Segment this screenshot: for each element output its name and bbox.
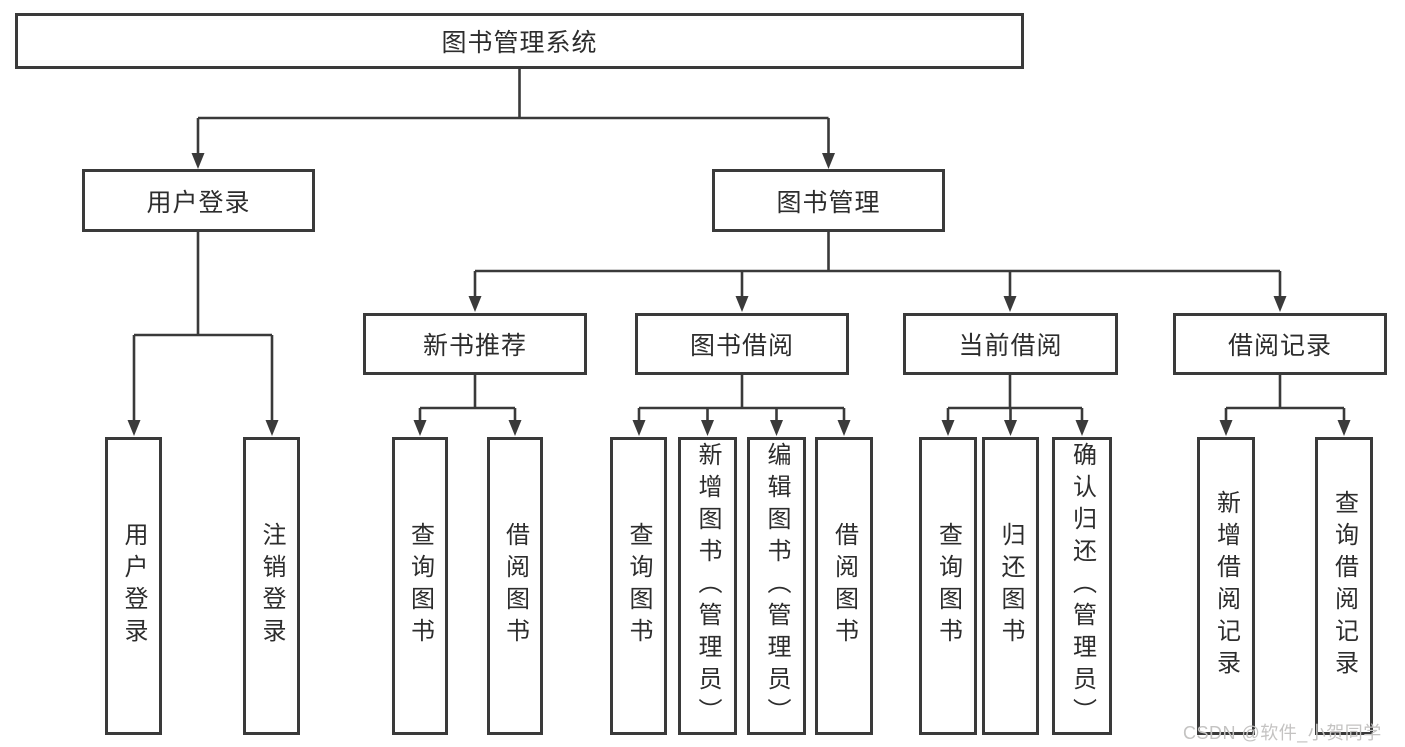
node-book-borrowing: 图书借阅 bbox=[635, 313, 849, 375]
leaf-user-login: 用户登录 bbox=[105, 437, 162, 735]
leaf-add-book-admin: 新增图书（管理员） bbox=[678, 437, 737, 735]
node-new-book-recommend: 新书推荐 bbox=[363, 313, 587, 375]
node-label: 图书管理 bbox=[776, 188, 881, 217]
node-user-login: 用户登录 bbox=[82, 169, 315, 232]
node-label: 确认归还（管理员） bbox=[1068, 442, 1096, 730]
node-label: 图书管理系统 bbox=[441, 29, 598, 57]
leaf-query-books-borrowing: 查询图书 bbox=[610, 437, 667, 735]
node-label: 借阅记录 bbox=[1227, 332, 1332, 360]
node-label: 当前借阅 bbox=[958, 332, 1063, 360]
leaf-add-borrow-record: 新增借阅记录 bbox=[1197, 437, 1255, 735]
arrow-head-icon bbox=[468, 296, 482, 312]
node-label: 借阅图书 bbox=[830, 522, 858, 650]
leaf-query-books-recommend: 查询图书 bbox=[392, 437, 448, 735]
node-label: 编辑图书（管理员） bbox=[763, 442, 790, 730]
leaf-query-books-current: 查询图书 bbox=[919, 437, 977, 735]
arrow-head-icon bbox=[191, 153, 205, 169]
arrow-head-icon bbox=[1337, 420, 1351, 436]
node-label: 查询图书 bbox=[625, 522, 652, 650]
node-label: 用户登录 bbox=[120, 522, 147, 650]
arrow-head-icon bbox=[508, 420, 522, 436]
arrow-head-icon bbox=[941, 420, 955, 436]
node-library-system: 图书管理系统 bbox=[15, 13, 1024, 69]
arrow-head-icon bbox=[1004, 420, 1017, 436]
leaf-confirm-return-admin: 确认归还（管理员） bbox=[1052, 437, 1112, 735]
node-label: 查询图书 bbox=[934, 522, 962, 650]
leaf-query-borrow-record: 查询借阅记录 bbox=[1315, 437, 1373, 735]
arrow-head-icon bbox=[1219, 420, 1233, 436]
node-label: 借阅图书 bbox=[501, 522, 529, 650]
arrow-head-icon bbox=[822, 153, 835, 169]
node-current-borrowing: 当前借阅 bbox=[903, 313, 1118, 375]
arrow-head-icon bbox=[837, 420, 851, 436]
arrow-head-icon bbox=[413, 420, 427, 436]
arrow-head-icon bbox=[1273, 296, 1287, 312]
node-label: 新增借阅记录 bbox=[1212, 490, 1240, 682]
arrow-head-icon bbox=[127, 420, 141, 436]
arrow-head-icon bbox=[701, 420, 714, 436]
node-label: 归还图书 bbox=[997, 522, 1024, 650]
node-label: 查询借阅记录 bbox=[1330, 490, 1358, 682]
node-label: 图书借阅 bbox=[689, 332, 794, 360]
leaf-return-book: 归还图书 bbox=[982, 437, 1039, 735]
node-borrow-records: 借阅记录 bbox=[1173, 313, 1387, 375]
arrow-head-icon bbox=[770, 420, 783, 436]
connector-lines bbox=[132, 69, 1346, 423]
node-book-management: 图书管理 bbox=[712, 169, 945, 232]
node-label: 新增图书（管理员） bbox=[694, 442, 721, 730]
node-label: 新书推荐 bbox=[422, 332, 527, 360]
watermark: CSDN @软件_小贺同学 bbox=[1183, 723, 1382, 743]
node-label: 查询图书 bbox=[406, 522, 434, 650]
leaf-logout: 注销登录 bbox=[243, 437, 300, 735]
arrow-head-icon bbox=[265, 420, 279, 436]
leaf-borrow-books-recommend: 借阅图书 bbox=[487, 437, 543, 735]
arrow-head-icon bbox=[1003, 296, 1017, 312]
arrow-head-icon bbox=[632, 420, 646, 436]
node-label: 注销登录 bbox=[258, 522, 285, 650]
arrow-head-icon bbox=[1075, 420, 1089, 436]
arrow-head-icon bbox=[735, 296, 749, 312]
leaf-borrow-books-borrowing: 借阅图书 bbox=[815, 437, 873, 735]
node-label: 用户登录 bbox=[146, 188, 251, 217]
leaf-edit-book-admin: 编辑图书（管理员） bbox=[747, 437, 806, 735]
